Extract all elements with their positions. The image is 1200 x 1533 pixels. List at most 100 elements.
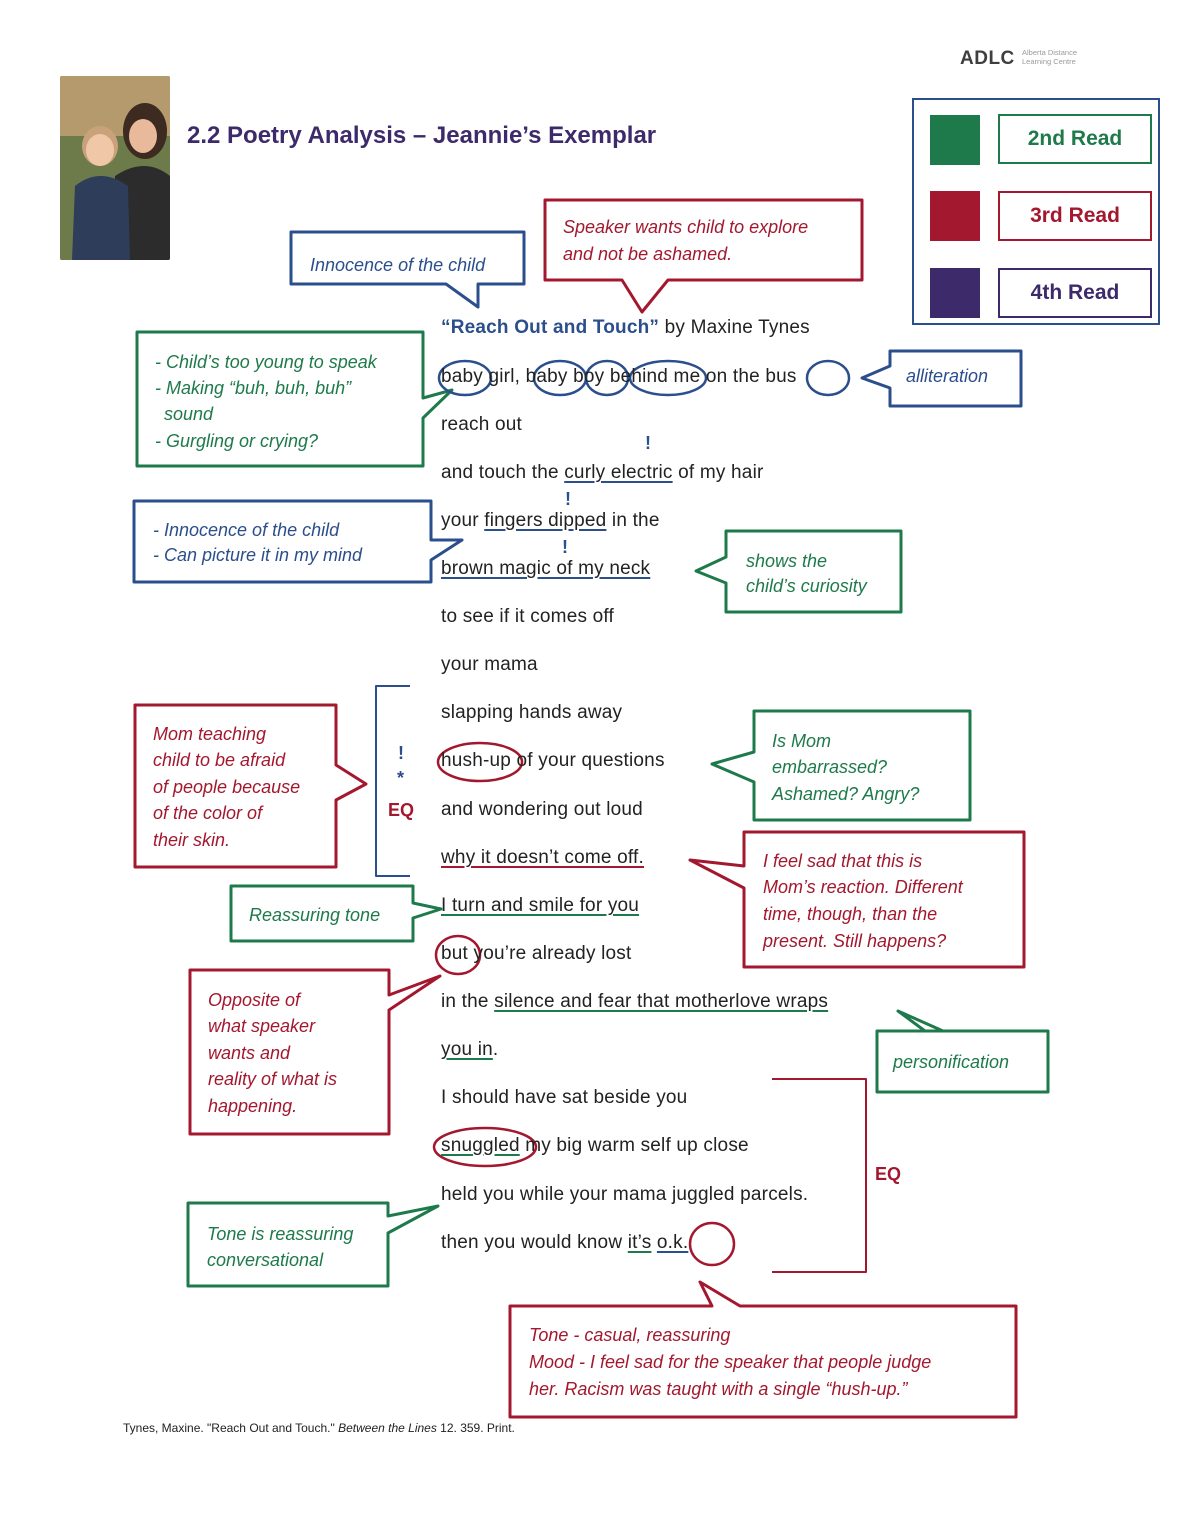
legend-4th-read: 4th Read bbox=[998, 268, 1152, 318]
callout-i-feel-sad-line2: Mom’s reaction. Different bbox=[763, 877, 963, 897]
callout-mom-teaching-line5: their skin. bbox=[153, 830, 231, 850]
poem-text: of my hair bbox=[672, 462, 764, 483]
poem-line-10: and wondering out loud bbox=[441, 799, 643, 820]
word-baby-2: baby bbox=[525, 366, 568, 387]
reading-legend: 2nd Read 3rd Read 4th Read bbox=[912, 98, 1160, 325]
circle-ok bbox=[688, 1221, 736, 1267]
poem-text: girl, bbox=[483, 366, 526, 387]
legend-2nd-read: 2nd Read bbox=[998, 114, 1152, 164]
callout-i-feel-sad-shape bbox=[688, 830, 1026, 969]
callout-personification-shape bbox=[875, 1009, 1050, 1094]
poem-text: your bbox=[441, 510, 485, 531]
callout-opposite-line5: happening. bbox=[208, 1096, 298, 1116]
callout-mom-teaching-line3: of people because bbox=[153, 777, 301, 797]
callout-reassuring-tone-shape bbox=[229, 884, 443, 943]
poem-text: my big warm self up close bbox=[519, 1135, 749, 1156]
legend-swatch-green bbox=[930, 115, 980, 165]
poem-line-5: brown magic of my neck bbox=[441, 558, 650, 580]
poem-byline: by Maxine Tynes bbox=[659, 317, 810, 338]
citation-source: Between the Lines bbox=[338, 1421, 437, 1435]
logo-subtitle: Alberta Distance Learning Centre bbox=[1022, 48, 1092, 66]
poem-line-9: hush-up of your questions bbox=[441, 750, 665, 772]
callout-speaker-wants-line1: Speaker wants child to explore bbox=[563, 217, 809, 237]
callout-i-feel-sad-line3: time, though, than the bbox=[763, 904, 938, 924]
page-title: 2.2 Poetry Analysis – Jeannie’s Exemplar bbox=[187, 122, 657, 149]
poem-text: in the bbox=[441, 991, 495, 1012]
circle-snuggled bbox=[432, 1126, 538, 1168]
underlined-its: it’s bbox=[627, 1232, 652, 1253]
callout-tone-mood-shape bbox=[508, 1280, 1018, 1419]
poem-line-11: why it doesn’t come off. bbox=[441, 847, 644, 869]
eq-mark-right: EQ bbox=[875, 1164, 902, 1184]
callout-innocence-mid-line2: - Can picture it in my mind bbox=[153, 545, 363, 565]
poem-line-15: you in. bbox=[441, 1039, 498, 1061]
poem-line-18: held you while your mama juggled parcels… bbox=[441, 1184, 809, 1205]
callout-mom-teaching-line2: child to be afraid bbox=[153, 750, 286, 770]
poem-line-12: I turn and smile for you bbox=[441, 895, 639, 917]
eq-mark-left: EQ bbox=[388, 800, 415, 820]
circle-boy bbox=[584, 359, 630, 397]
callout-is-mom-line1: Is Mom bbox=[772, 731, 832, 751]
poem-title: “Reach Out and Touch” bbox=[441, 317, 660, 338]
poem-text: of your questions bbox=[511, 750, 665, 771]
word-boy: boy bbox=[573, 366, 605, 387]
callout-tone-mood-line1: Tone - casual, reassuring bbox=[529, 1325, 731, 1345]
poem-line-3: and touch the curly electric of my hair bbox=[441, 462, 764, 484]
callout-speaker-wants-shape bbox=[543, 198, 864, 314]
callout-opposite-line1: Opposite of bbox=[208, 990, 301, 1010]
callout-innocence-mid-shape bbox=[132, 499, 464, 584]
callout-tone-reassuring-line2: conversational bbox=[207, 1250, 324, 1270]
logo-subtitle-line2: Learning Centre bbox=[1022, 57, 1076, 66]
callout-mom-teaching-shape bbox=[133, 703, 368, 869]
callout-mom-teaching-line1: Mom teaching bbox=[153, 724, 267, 744]
poem-line-13: but you’re already lost bbox=[441, 943, 631, 965]
callout-speaker-wants-line2: and not be ashamed. bbox=[563, 244, 733, 264]
word-snuggled: snuggled bbox=[441, 1135, 520, 1156]
poem-text: and touch the bbox=[441, 462, 565, 483]
word-baby-1: baby bbox=[441, 366, 484, 387]
poem-line-19: then you would know it’s o.k. bbox=[441, 1232, 688, 1254]
callout-is-mom-shape bbox=[710, 709, 972, 822]
word-bus: bus bbox=[765, 366, 797, 387]
exclaim-mark: ! bbox=[398, 743, 404, 763]
legend-swatch-purple bbox=[930, 268, 980, 318]
star-mark: * bbox=[397, 768, 405, 788]
callout-alliteration: alliteration bbox=[906, 366, 989, 386]
logo-mark: ADLC bbox=[960, 48, 1015, 69]
citation-prefix: Tynes, Maxine. "Reach Out and Touch." bbox=[123, 1421, 339, 1435]
legend-3rd-read: 3rd Read bbox=[998, 191, 1152, 241]
poem-text: . bbox=[492, 1039, 499, 1060]
callout-innocence-top: Innocence of the child bbox=[310, 255, 486, 275]
callout-tone-mood-line2: Mood - I feel sad for the speaker that p… bbox=[529, 1352, 932, 1372]
callout-too-young-line2: - Making “buh, buh, buh” bbox=[155, 378, 352, 398]
poem-line-16: I should have sat beside you bbox=[441, 1087, 688, 1108]
citation: Tynes, Maxine. "Reach Out and Touch." Be… bbox=[123, 1421, 515, 1435]
poem-line-1: baby girl, baby boy behind me on the bus bbox=[441, 366, 797, 388]
poem-title-line: “Reach Out and Touch” by Maxine Tynes bbox=[441, 317, 810, 339]
callout-too-young-line1: - Child’s too young to speak bbox=[155, 352, 377, 372]
callout-opposite-shape bbox=[188, 968, 442, 1136]
callout-too-young-line3: sound bbox=[164, 404, 214, 424]
callout-reassuring-tone: Reassuring tone bbox=[249, 905, 381, 925]
callout-curiosity-shape bbox=[694, 529, 903, 614]
poem-line-2: reach out bbox=[441, 414, 523, 435]
callout-curiosity-line2: child’s curiosity bbox=[746, 576, 867, 596]
callout-too-young-line4: - Gurgling or crying? bbox=[155, 431, 319, 451]
callout-i-feel-sad-line4: present. Still happens? bbox=[763, 931, 947, 951]
word-ok: o.k. bbox=[656, 1232, 689, 1253]
poem-line-4: your fingers dipped in the bbox=[441, 510, 660, 532]
callout-opposite-line2: what speaker bbox=[208, 1016, 316, 1036]
poem-line-14: in the silence and fear that motherlove … bbox=[441, 991, 828, 1013]
word-behind: behind bbox=[609, 366, 669, 387]
word-hush-up: hush-up bbox=[441, 750, 512, 771]
callout-innocence-mid-line1: - Innocence of the child bbox=[153, 520, 340, 540]
circle-baby-1 bbox=[437, 359, 493, 397]
underlined-curly-electric: curly electric bbox=[564, 462, 673, 483]
photo-image bbox=[60, 76, 170, 260]
poem-line-7: your mama bbox=[441, 654, 538, 675]
underlined-brown-magic: brown magic of my neck bbox=[441, 558, 651, 579]
adlc-logo: ADLC Alberta Distance Learning Centre bbox=[960, 46, 1090, 76]
callout-tone-mood-line3: her. Racism was taught with a single “hu… bbox=[529, 1379, 908, 1399]
callout-is-mom-line2: embarrassed? bbox=[772, 757, 888, 777]
